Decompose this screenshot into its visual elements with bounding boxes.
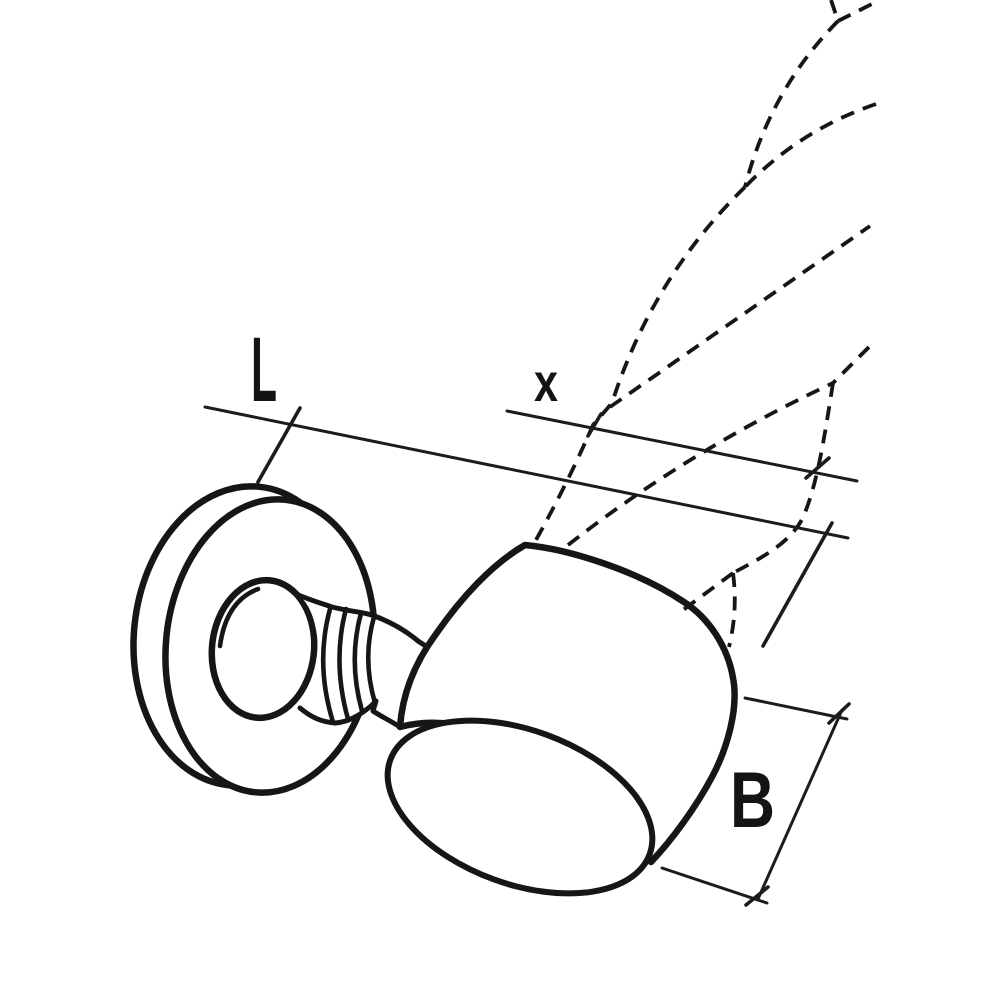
dimension-label-B: B xyxy=(730,755,775,844)
tick-B-top xyxy=(827,702,851,725)
tick-x-right xyxy=(804,456,831,480)
dimension-B: B xyxy=(660,696,851,907)
dimension-x: x xyxy=(505,353,859,483)
phantom-lower-down-ray xyxy=(727,572,737,648)
groove-arc-3 xyxy=(352,610,365,714)
dimension-line-L xyxy=(203,405,850,540)
extension-line-B-top xyxy=(743,696,849,721)
phantom-mid-descending-curve xyxy=(732,382,835,575)
phantom-upper-right-curve xyxy=(743,102,877,189)
extension-tick-L-right xyxy=(761,521,834,648)
extension-tick-L-left xyxy=(256,406,302,484)
dimension-label-L: L xyxy=(251,319,277,421)
cylinder-face xyxy=(384,717,656,897)
dimension-line-B xyxy=(756,708,844,901)
phantom-apex-right-line xyxy=(837,0,879,23)
phantom-cylinder-top-ray xyxy=(566,381,834,547)
groove-arc-2 xyxy=(337,606,351,722)
dimension-label-x: x xyxy=(534,353,558,413)
phantom-pivot-axis-line xyxy=(530,185,747,548)
roller-part xyxy=(130,483,738,897)
phantom-lower-left-ray xyxy=(681,571,735,612)
groove-arc-4 xyxy=(365,614,378,706)
dimension-line-x xyxy=(505,409,859,483)
hub xyxy=(208,576,318,722)
hub-inner-rim-arc xyxy=(217,586,261,649)
tick-x-left xyxy=(586,412,603,438)
phantom-swivel-lines xyxy=(530,0,879,648)
groove-arc-1 xyxy=(320,606,336,725)
phantom-upper-left-curve xyxy=(743,19,840,188)
extension-line-B-bottom xyxy=(660,866,769,905)
tick-B-bottom xyxy=(744,885,770,907)
dimension-L: L xyxy=(203,319,850,648)
phantom-apex-left-line xyxy=(829,0,840,22)
stem-bottom-edge xyxy=(297,698,403,730)
phantom-mid-right-stub xyxy=(831,345,871,385)
phantom-diagonal-line xyxy=(608,224,872,409)
